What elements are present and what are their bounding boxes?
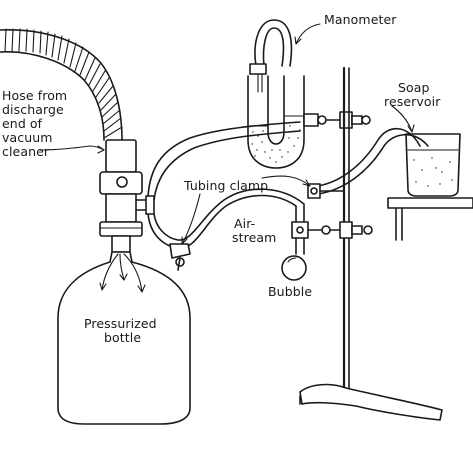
label-tubing-clamp: Tubing clamp: [183, 178, 268, 193]
label-hose-line4: vacuum: [2, 130, 53, 145]
label-hose-line3: end of: [2, 116, 43, 131]
tubing-to-bubble: [147, 188, 305, 249]
label-soap-line2: reservoir: [384, 94, 441, 109]
soap-tubing: [317, 127, 429, 195]
hose-coupling: [99, 139, 155, 253]
tubing-clamp-right: [307, 183, 345, 199]
bubble-tube-clamp: [291, 221, 373, 255]
tubing-clamp-left: [169, 243, 191, 271]
label-airstream-line2: stream: [232, 230, 276, 245]
vacuum-hose: [0, 28, 123, 141]
label-hose-line1: Hose from: [2, 88, 67, 103]
label-hose: Hose from discharge end of vacuum cleane…: [2, 88, 67, 159]
label-soap-line1: Soap: [398, 80, 430, 95]
label-bottle-line1: Pressurized: [84, 316, 157, 331]
label-hose-line5: cleaner: [2, 144, 50, 159]
label-airstream-line1: Air-: [234, 216, 255, 231]
soap-reservoir: [387, 133, 473, 241]
manometer: [247, 19, 371, 169]
pressurized-bottle: [57, 251, 191, 425]
soap-bubble: [281, 255, 307, 281]
label-manometer: Manometer: [324, 12, 397, 27]
label-bottle-line2: bottle: [104, 330, 141, 345]
label-hose-line2: discharge: [2, 102, 64, 117]
label-bubble: Bubble: [268, 284, 312, 299]
leader-lines: [39, 23, 415, 245]
